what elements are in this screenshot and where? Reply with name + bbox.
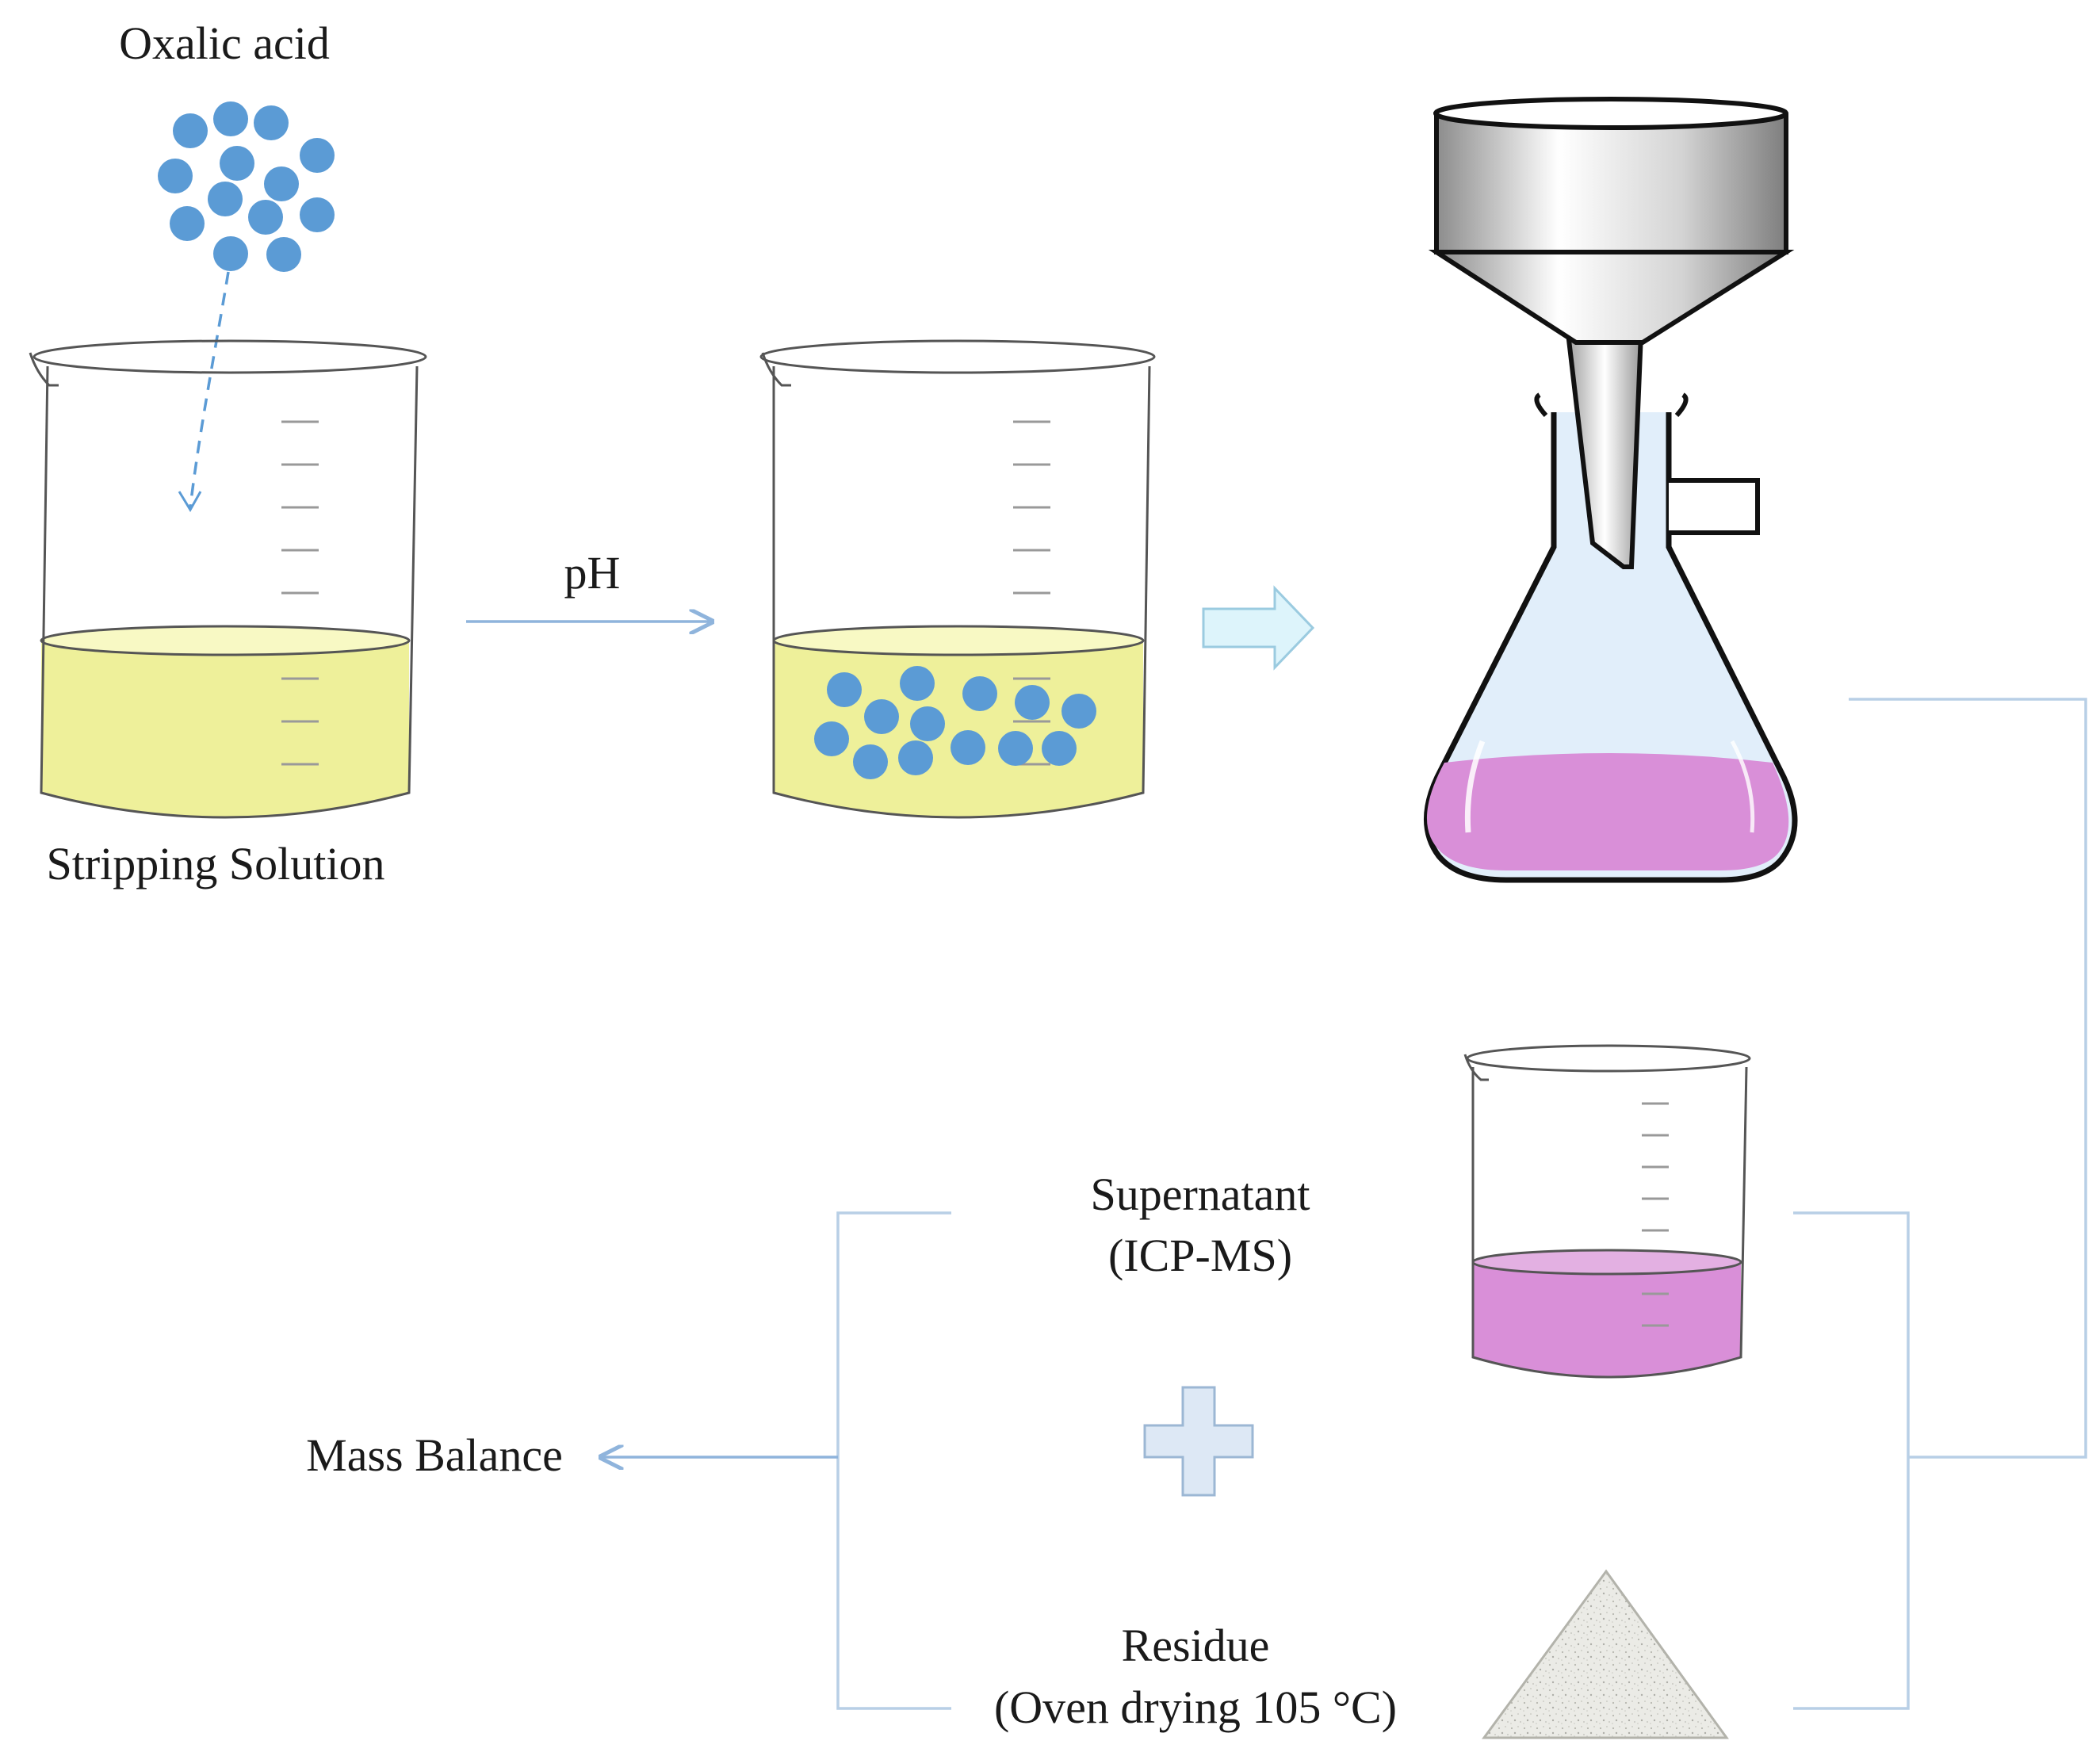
buchner-funnel-and-flask — [1424, 97, 1798, 883]
beaker-supernatant — [1463, 1044, 1751, 1379]
ph-label: pH — [564, 547, 621, 599]
residue-label: Residue — [1122, 1620, 1270, 1671]
precipitate-particles — [814, 666, 1096, 779]
oxalic-acid-label: Oxalic acid — [119, 17, 330, 69]
supernatant-label: Supernatant — [1090, 1169, 1310, 1220]
residue-method-label: (Oven drying 105 °C) — [994, 1681, 1397, 1733]
oxalic-acid-particles — [158, 101, 335, 272]
supernatant-method-label: (ICP-MS) — [1108, 1230, 1292, 1281]
residue-powder-pile — [1482, 1569, 1729, 1739]
beaker-stripping-solution — [29, 339, 427, 819]
plus-icon — [1143, 1386, 1254, 1497]
beaker-precipitate — [759, 339, 1156, 819]
addition-dashed-arrow — [189, 271, 230, 508]
filtration-block-arrow — [1202, 585, 1315, 671]
addition-arrowhead — [178, 491, 202, 512]
mass-balance-label: Mass Balance — [306, 1429, 563, 1481]
stripping-solution-label: Stripping Solution — [46, 838, 384, 889]
connector-lines — [836, 698, 2087, 1710]
